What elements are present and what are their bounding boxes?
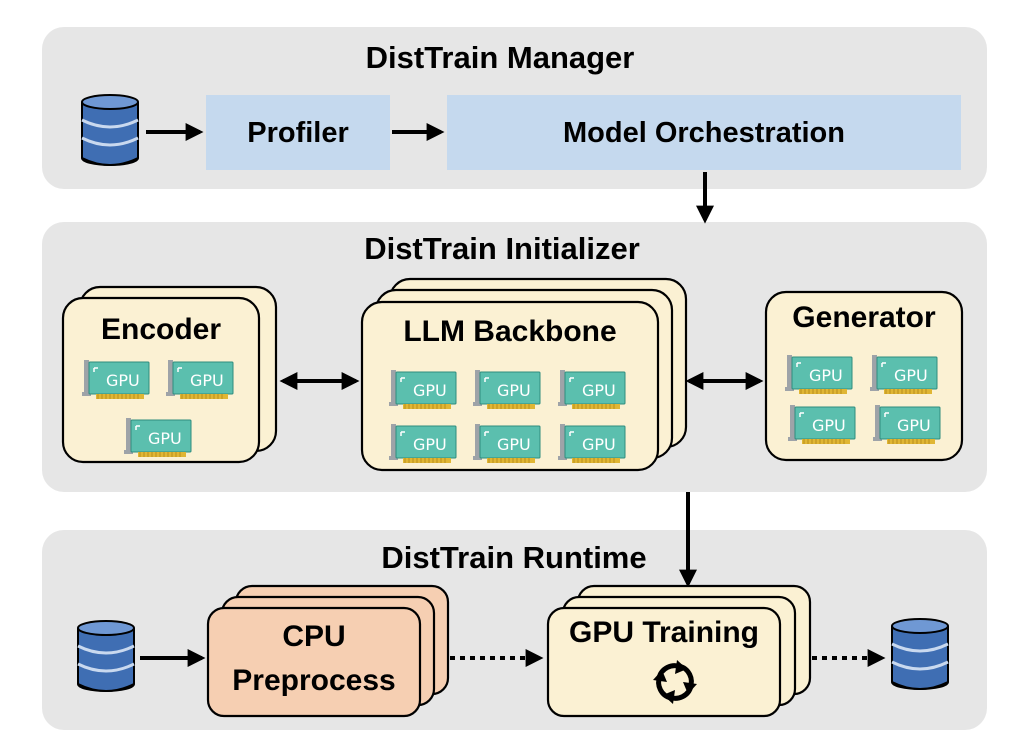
svg-text:GPU: GPU — [497, 381, 531, 400]
svg-text:GPU: GPU — [894, 366, 928, 385]
gpu-card-icon: GPU — [787, 404, 856, 445]
encoder-label: Encoder — [101, 313, 221, 346]
gpu-card-icon: GPU — [472, 369, 541, 410]
svg-text:GPU: GPU — [809, 366, 843, 385]
orchestration-box — [447, 95, 961, 170]
gpu-card-icon: GPU — [557, 423, 626, 464]
orchestration-label: Model Orchestration — [563, 117, 845, 149]
svg-text:GPU: GPU — [582, 381, 616, 400]
gpu-card-icon: GPU — [81, 359, 150, 400]
cpu-label-line2: Preprocess — [232, 664, 395, 697]
gpu-card-icon: GPU — [165, 359, 234, 400]
svg-text:GPU: GPU — [413, 435, 447, 454]
cpu-label-line1: CPU — [282, 620, 345, 653]
gpu-card-icon: GPU — [472, 423, 541, 464]
gpu-training-card — [546, 606, 782, 718]
cpu-card — [206, 606, 422, 718]
svg-text:GPU: GPU — [148, 429, 182, 448]
svg-text:GPU: GPU — [497, 435, 531, 454]
initializer-title: DistTrain Initializer — [364, 231, 640, 266]
database-icon — [76, 619, 136, 693]
generator-label: Generator — [792, 301, 936, 334]
gpu-card-icon: GPU — [784, 354, 853, 395]
gpu-card-icon: GPU — [123, 417, 192, 458]
gpu-card-icon: GPU — [869, 354, 938, 395]
encoder-card — [61, 296, 261, 464]
svg-text:GPU: GPU — [413, 381, 447, 400]
profiler-label: Profiler — [247, 117, 349, 149]
profiler-box — [206, 95, 390, 170]
svg-text:GPU: GPU — [897, 416, 931, 435]
refresh-cycle-icon — [653, 660, 697, 704]
svg-text:GPU: GPU — [812, 416, 846, 435]
svg-text:GPU: GPU — [190, 371, 224, 390]
svg-text:GPU: GPU — [106, 371, 140, 390]
database-icon — [890, 617, 950, 691]
runtime-title: DistTrain Runtime — [381, 540, 646, 575]
gpu-card-icon: GPU — [388, 423, 457, 464]
backbone-label: LLM Backbone — [403, 315, 616, 348]
manager-title: DistTrain Manager — [366, 40, 635, 75]
database-icon — [80, 93, 140, 167]
gpu-card-icon: GPU — [872, 404, 941, 445]
gpu-training-label: GPU Training — [569, 616, 759, 649]
gpu-card-icon: GPU — [388, 369, 457, 410]
svg-text:GPU: GPU — [582, 435, 616, 454]
gpu-card-icon: GPU — [557, 369, 626, 410]
